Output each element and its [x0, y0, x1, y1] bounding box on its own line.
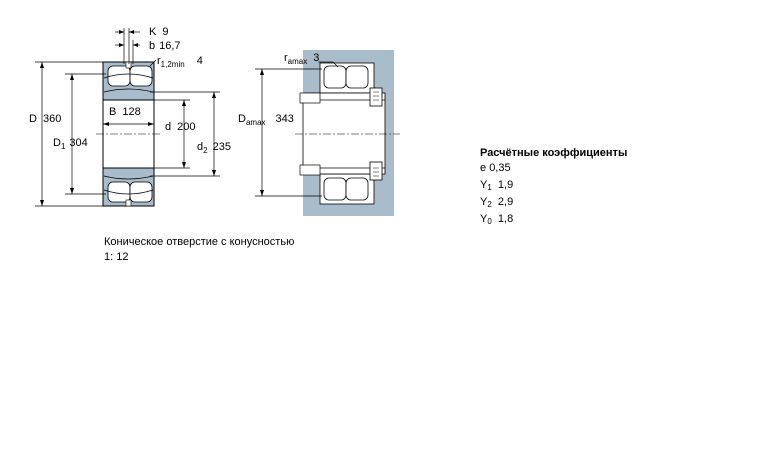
taper-note-line2: 1: 12: [104, 251, 129, 263]
coef-row-e: e 0,35: [480, 162, 511, 174]
coefficients-title: Расчётные коэффициенты: [480, 147, 628, 159]
coef-row-y2: Y2 2,9: [480, 196, 514, 209]
coefficients-block: Расчётные коэффициенты e 0,35 Y1 1,9 Y2 …: [480, 146, 627, 229]
taper-note: Коническое отверстие с конусностью 1: 12: [104, 235, 294, 265]
coef-row-y1: Y1 1,9: [480, 179, 514, 192]
taper-note-line1: Коническое отверстие с конусностью: [104, 236, 295, 248]
coef-row-y0: Y0 1,8: [480, 213, 514, 226]
